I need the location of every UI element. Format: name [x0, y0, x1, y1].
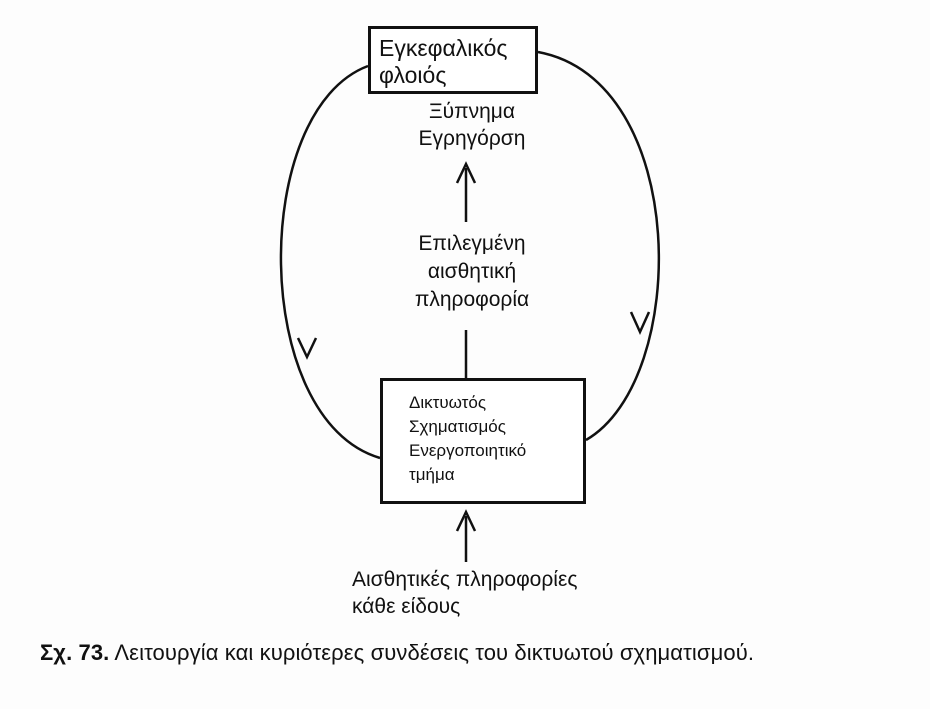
selected-info-line-3: πληροφορία: [414, 288, 530, 312]
reticular-box-line-4: τμήμα: [409, 465, 455, 485]
up-arrow-lower-head: [455, 509, 477, 532]
reticular-box-line-2: Σχηματισμός: [409, 417, 506, 437]
figure-caption: Σχ. 73. Λειτουργία και κυριότερες συνδέσ…: [40, 640, 754, 666]
cortex-box-line-2: φλοιός: [379, 62, 447, 88]
right-loop-curve: [537, 50, 661, 442]
wake-label-line-1: Ξύπνημα: [428, 100, 516, 123]
selected-info-label: Επιλεγμένη αισθητική πληροφορία: [374, 230, 570, 314]
cortex-box: Εγκεφαλικός φλοιός: [368, 26, 538, 94]
up-arrow-upper-head: [455, 161, 477, 184]
left-loop-curve: [279, 64, 381, 460]
right-loop-arrowhead: [629, 311, 651, 336]
wake-label: Ξύπνημα Εγρηγόρση: [392, 98, 552, 153]
reticular-box: Δικτυωτός Σχηματισμός Ενεργοποιητικό τμή…: [380, 378, 586, 504]
selected-info-line-1: Επιλεγμένη: [418, 232, 526, 255]
sensory-input-line-2: κάθε είδους: [352, 595, 461, 619]
selected-info-line-2: αισθητική: [427, 260, 517, 284]
wake-label-line-2: Εγρηγόρση: [418, 127, 526, 151]
figure-caption-text: Λειτουργία και κυριότερες συνδέσεις του …: [114, 640, 755, 665]
sensory-input-label: Αισθητικές πληροφορίες κάθε είδους: [352, 566, 577, 621]
left-loop-arrowhead: [296, 337, 318, 360]
reticular-box-line-3: Ενεργοποιητικό: [409, 441, 527, 461]
reticular-box-line-1: Δικτυωτός: [409, 393, 487, 412]
sensory-input-line-1: Αισθητικές πληροφορίες: [352, 568, 578, 591]
figure-number: Σχ. 73.: [40, 640, 110, 665]
cortex-box-line-1: Εγκεφαλικός: [379, 35, 508, 61]
